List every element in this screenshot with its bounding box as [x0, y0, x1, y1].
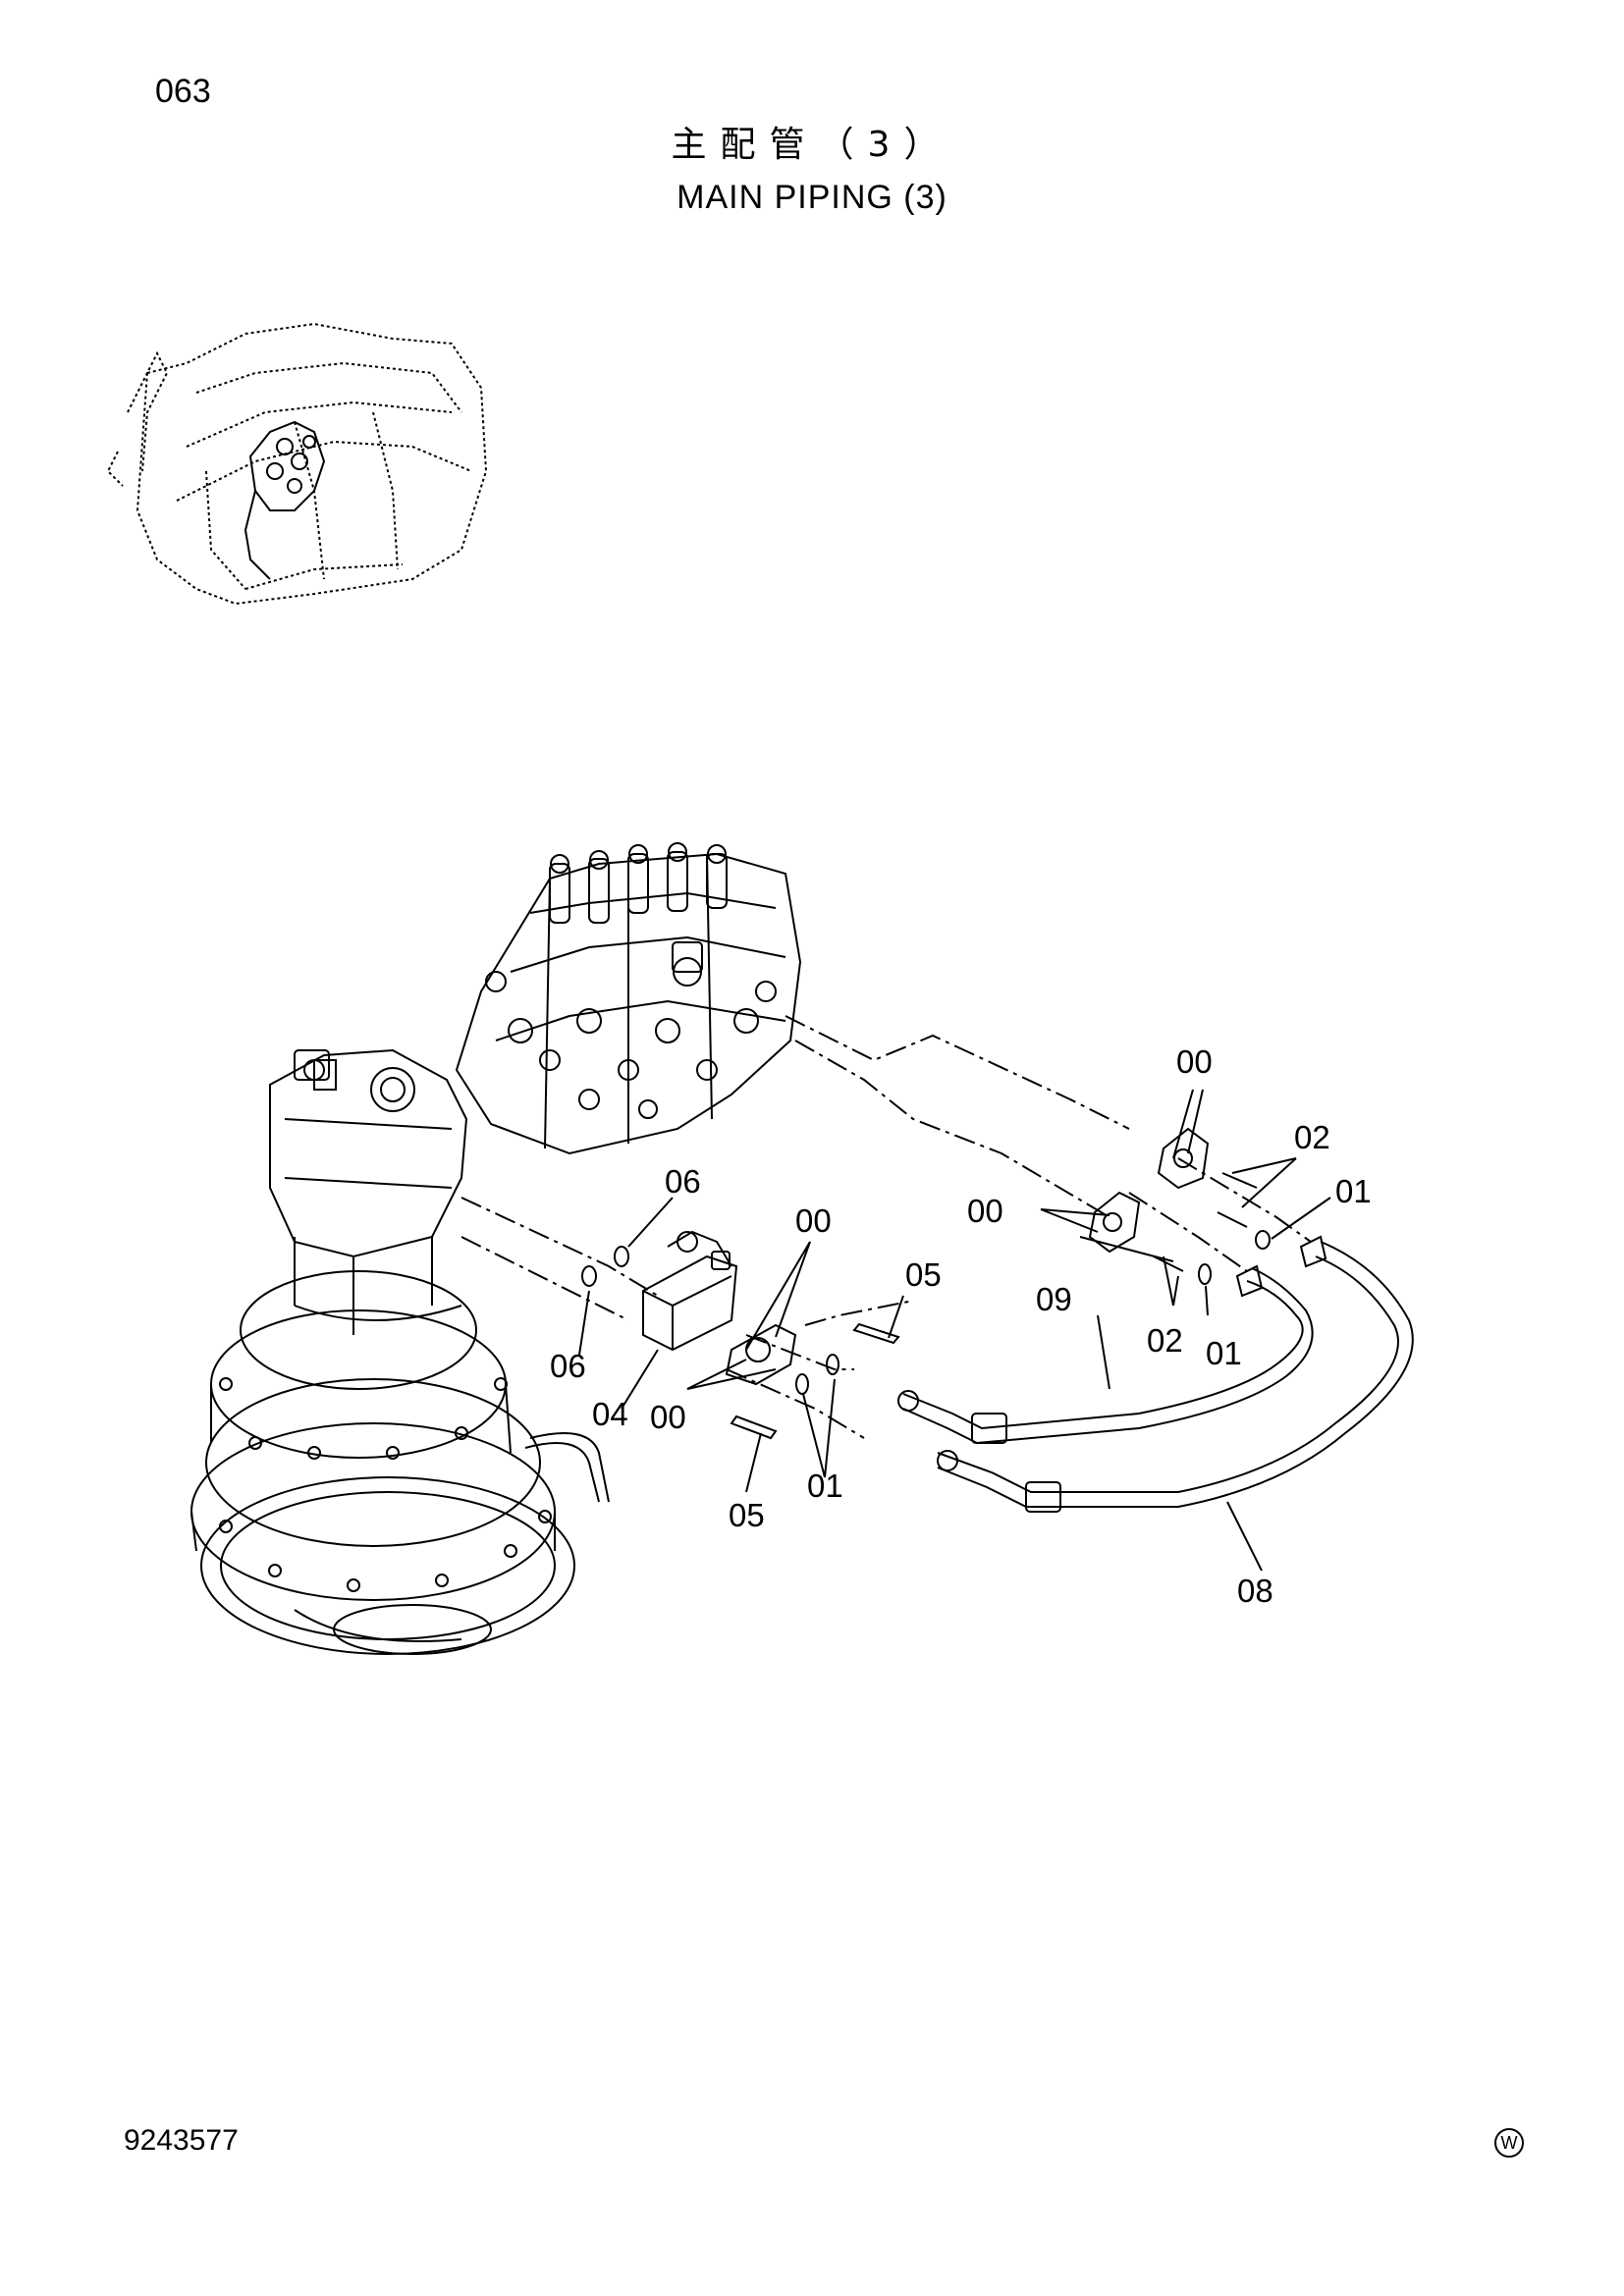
callout-labels: 00 02 01 00 09 02 01 06 00 05 06 04 00 0…	[550, 1043, 1372, 1609]
control-valve-highlight-thumbnail	[244, 420, 326, 580]
callout-02-mid: 02	[1147, 1322, 1183, 1359]
flange-parts	[725, 1127, 1210, 1386]
title-chinese: 主配管（3）	[671, 125, 953, 165]
drawing-number: 9243577	[124, 2124, 239, 2157]
publisher-mark: W	[1494, 2128, 1524, 2158]
callout-09: 09	[1036, 1281, 1072, 1317]
manifold-block	[642, 1230, 738, 1352]
callout-01-mid: 01	[1206, 1335, 1242, 1371]
swing-motor-assembly	[190, 1048, 610, 1655]
title-english: MAIN PIPING (3)	[677, 179, 947, 216]
callout-01-low: 01	[807, 1468, 843, 1504]
hose-09	[897, 1264, 1314, 1445]
callout-00-left: 00	[795, 1202, 832, 1239]
page-number: 063	[155, 73, 211, 110]
callout-04: 04	[592, 1396, 628, 1432]
bolt-parts	[730, 1172, 1258, 1440]
hose-08	[937, 1235, 1414, 1513]
callout-01-top: 01	[1335, 1173, 1372, 1209]
page-title: 主配管（3） MAIN PIPING (3)	[0, 116, 1624, 217]
callout-08: 08	[1237, 1573, 1273, 1609]
callout-06-top: 06	[665, 1163, 701, 1200]
callout-06-left: 06	[550, 1348, 586, 1384]
machine-locator-thumbnail	[106, 322, 488, 606]
o-ring-parts	[581, 1230, 1271, 1395]
control-valve-assembly	[455, 842, 802, 1155]
assembly-guide-lines	[460, 1015, 1312, 1439]
callout-00-low: 00	[650, 1399, 686, 1435]
callout-02-top: 02	[1294, 1119, 1330, 1155]
callout-00-mid: 00	[967, 1193, 1003, 1229]
callout-05-top: 05	[905, 1256, 942, 1293]
callout-00-top: 00	[1176, 1043, 1213, 1080]
callout-05-low: 05	[729, 1497, 765, 1533]
callout-leaders	[578, 1089, 1331, 1572]
